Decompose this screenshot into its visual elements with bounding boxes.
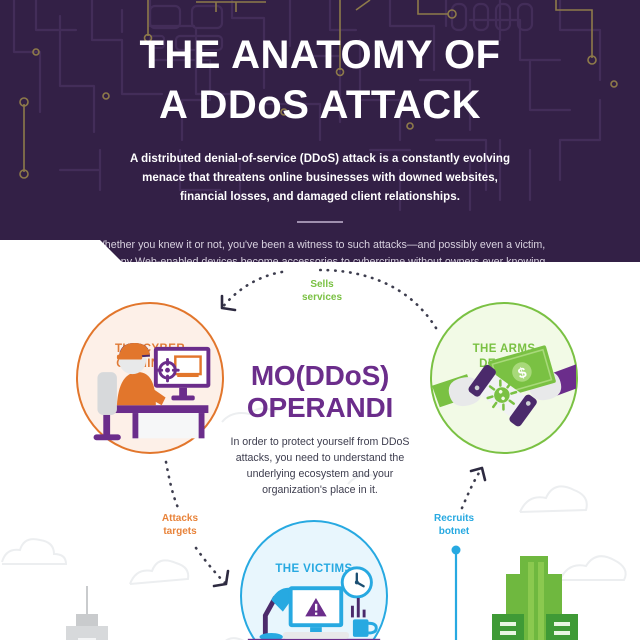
- page-title-line1: THE ANATOMY OF: [139, 33, 501, 77]
- header-sub-line2: as many Web-enabled devices become acces…: [91, 256, 549, 262]
- header-lede-line3: financial losses, and damaged client rel…: [180, 191, 460, 203]
- green-building-illustration: [492, 556, 578, 640]
- center-title-line1: MO(DDoS): [250, 360, 390, 391]
- gray-building-illustration: [66, 586, 108, 640]
- desk-laptop-warning-icon: [247, 566, 381, 640]
- header-bottom-notch: [0, 240, 122, 262]
- arrow-head-attacks: [212, 569, 230, 588]
- header-lede-line2: menace that threatens online businesses …: [142, 172, 498, 184]
- arrow-label-attacks-targets: Attacks targets: [140, 512, 220, 538]
- header-banner: THE ANATOMY OF A DDoS ATTACK A distribut…: [0, 0, 640, 262]
- arrow-label-sells-line1: Sells: [310, 279, 334, 290]
- arrow-head-sells: [220, 294, 237, 312]
- circuit-board-pattern: [12, 0, 618, 212]
- arrow-label-attacks-line1: Attacks: [161, 513, 199, 524]
- node-arms-dealer-title-line1: THE ARMS: [472, 343, 536, 355]
- botnet-connector-line: [451, 545, 461, 640]
- header-title-block: THE ANATOMY OF A DDoS ATTACK A distribut…: [0, 0, 640, 262]
- page-title-line2: A DDoS ATTACK: [158, 83, 481, 127]
- arrow-label-recruits-botnet: Recruits botnet: [414, 512, 494, 538]
- center-title-line2: OPERANDI: [246, 392, 394, 423]
- node-victims-title-line1: THE VICTIMS: [275, 563, 353, 575]
- header-lede-line1: A distributed denial-of-service (DDoS) a…: [129, 153, 511, 165]
- arrow-recruits-botnet: [460, 466, 484, 510]
- center-body-line4: organization's place in it.: [262, 484, 378, 496]
- node-arms-dealer[interactable]: THE ARMS DEALER $: [430, 302, 578, 454]
- node-victims-title: THE VICTIMS: [242, 562, 386, 577]
- center-text-block: MO(DDoS) OPERANDI In order to protect yo…: [200, 360, 440, 498]
- diagram-section: Sells services Attacks targets Recruits …: [0, 262, 640, 640]
- center-body-line3: underlying ecosystem and your: [246, 468, 394, 480]
- center-body-line2: attacks, you need to understand the: [235, 452, 405, 464]
- arrow-label-sells-line2: services: [301, 292, 343, 303]
- header-sub-line1: Whether you knew it or not, you've been …: [94, 239, 546, 251]
- node-victims[interactable]: THE VICTIMS: [240, 520, 388, 640]
- arrow-label-recruits-line1: Recruits: [433, 513, 474, 524]
- arrow-head-recruits: [469, 466, 487, 482]
- node-cyber-criminals[interactable]: THE CYBER CRIMINALS: [76, 302, 224, 454]
- money-for-virus-handshake-icon: $: [432, 345, 576, 427]
- arrow-label-attacks-line2: targets: [163, 526, 197, 537]
- center-body-line1: In order to protect yourself from DDoS: [230, 436, 410, 448]
- arrow-label-recruits-line2: botnet: [438, 526, 470, 537]
- header-divider: [297, 221, 343, 223]
- hacker-at-computer-icon: [93, 342, 211, 441]
- arrow-label-sells-services: Sells services: [282, 278, 362, 304]
